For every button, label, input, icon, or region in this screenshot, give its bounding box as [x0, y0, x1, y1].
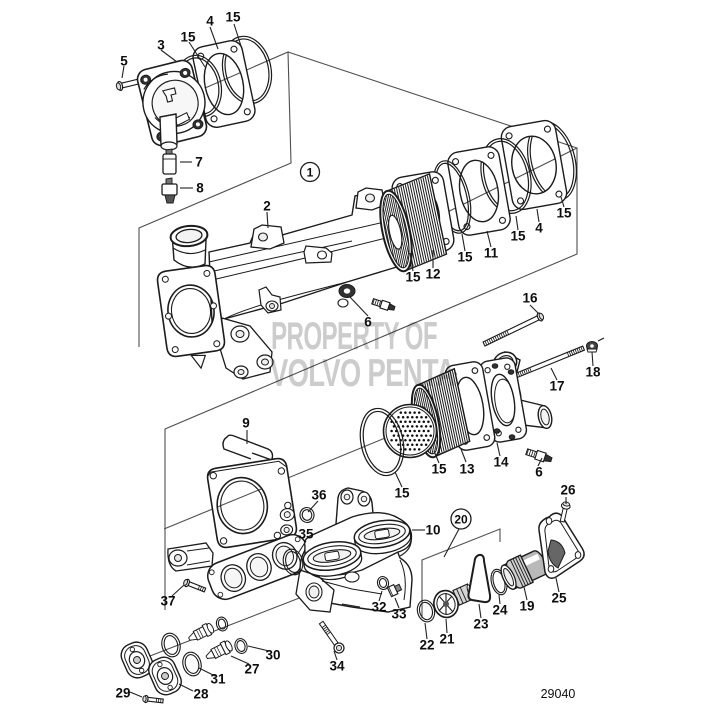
- svg-text:15: 15: [180, 30, 196, 45]
- svg-text:37: 37: [160, 594, 175, 609]
- svg-text:29040: 29040: [541, 687, 576, 701]
- svg-text:15: 15: [394, 486, 410, 501]
- svg-text:2: 2: [263, 199, 271, 214]
- svg-text:20: 20: [454, 513, 468, 527]
- svg-text:13: 13: [459, 462, 475, 477]
- svg-text:34: 34: [329, 659, 345, 674]
- svg-text:31: 31: [210, 672, 226, 687]
- svg-text:18: 18: [585, 365, 601, 380]
- svg-text:35: 35: [298, 527, 314, 542]
- svg-text:5: 5: [120, 54, 128, 69]
- svg-text:15: 15: [431, 462, 447, 477]
- svg-text:17: 17: [549, 379, 564, 394]
- svg-text:8: 8: [196, 181, 204, 196]
- svg-text:1: 1: [307, 166, 314, 180]
- svg-text:19: 19: [519, 599, 534, 614]
- svg-text:14: 14: [493, 455, 509, 470]
- svg-text:12: 12: [425, 267, 440, 282]
- svg-text:28: 28: [193, 687, 209, 702]
- svg-text:32: 32: [371, 600, 386, 615]
- svg-text:22: 22: [419, 638, 434, 653]
- svg-text:6: 6: [535, 465, 543, 480]
- svg-text:3: 3: [157, 38, 165, 53]
- svg-text:26: 26: [560, 483, 576, 498]
- svg-text:15: 15: [457, 250, 473, 265]
- svg-text:16: 16: [522, 291, 538, 306]
- svg-text:15: 15: [556, 206, 572, 221]
- svg-text:33: 33: [391, 607, 407, 622]
- svg-text:36: 36: [311, 488, 327, 503]
- svg-text:30: 30: [265, 648, 280, 663]
- svg-text:4: 4: [535, 221, 543, 236]
- svg-text:21: 21: [439, 632, 455, 647]
- svg-text:23: 23: [473, 617, 489, 632]
- svg-text:27: 27: [244, 662, 259, 677]
- svg-text:4: 4: [206, 14, 214, 29]
- svg-text:PROPERTY OF: PROPERTY OF: [271, 315, 437, 358]
- svg-text:25: 25: [551, 591, 567, 606]
- svg-text:11: 11: [484, 246, 499, 261]
- svg-text:15: 15: [405, 270, 421, 285]
- svg-text:29: 29: [115, 686, 130, 701]
- svg-text:15: 15: [225, 10, 241, 25]
- svg-text:7: 7: [195, 155, 203, 170]
- svg-text:VOLVO PENTA: VOLVO PENTA: [270, 352, 456, 395]
- svg-text:24: 24: [492, 603, 508, 618]
- svg-text:9: 9: [242, 416, 250, 431]
- svg-text:6: 6: [364, 315, 372, 330]
- svg-text:10: 10: [425, 523, 440, 538]
- svg-text:15: 15: [510, 229, 526, 244]
